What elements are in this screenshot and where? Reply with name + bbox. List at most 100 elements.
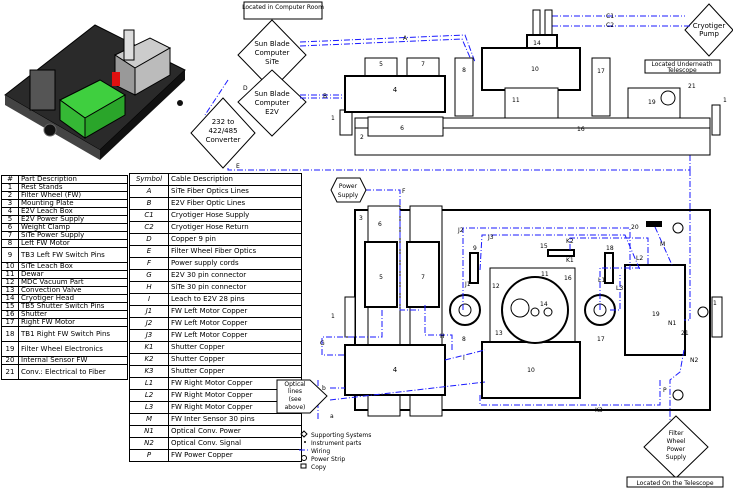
svg-text:422/485: 422/485 <box>208 127 237 135</box>
svg-text:Power: Power <box>667 446 686 453</box>
sunblade-e2v-diamond <box>237 69 307 137</box>
instrument-plan-view <box>344 205 723 417</box>
svg-text:232 to: 232 to <box>212 118 235 126</box>
svg-text:4: 4 <box>393 86 398 94</box>
instrument-side-view <box>339 9 721 156</box>
svg-text:14: 14 <box>533 40 541 47</box>
svg-text:L1: L1 <box>598 277 605 284</box>
svg-text:10: 10 <box>531 66 539 73</box>
svg-text:H: H <box>440 333 445 340</box>
svg-text:6: 6 <box>378 221 382 228</box>
svg-text:1: 1 <box>723 97 727 104</box>
svg-text:Cryotiger: Cryotiger <box>693 22 726 30</box>
svg-text:14: 14 <box>540 301 548 308</box>
svg-text:Located On the Telescope: Located On the Telescope <box>636 480 713 487</box>
circle-icon <box>301 455 307 461</box>
svg-text:A: A <box>403 35 408 42</box>
cable-symbol: P <box>129 449 169 462</box>
svg-text:Located in Computer Room: Located in Computer Room <box>242 4 324 11</box>
svg-text:lines: lines <box>288 388 302 395</box>
cryotiger-pump-diamond <box>684 3 733 57</box>
svg-text:13: 13 <box>495 330 503 337</box>
cable-description: Filter Wheel Fiber Optics <box>168 245 302 258</box>
computer-room-box <box>243 1 323 20</box>
underneath-box <box>644 59 721 74</box>
svg-text:G: G <box>320 340 325 347</box>
svg-text:J2: J2 <box>457 227 464 234</box>
svg-text:1: 1 <box>713 300 717 307</box>
svg-text:16: 16 <box>564 275 572 282</box>
svg-text:19: 19 <box>648 99 656 106</box>
svg-text:E: E <box>236 163 240 170</box>
svg-text:7: 7 <box>421 61 425 68</box>
svg-text:18: 18 <box>606 245 614 252</box>
svg-text:Pump: Pump <box>699 30 719 38</box>
svg-text:Computer: Computer <box>255 49 290 57</box>
svg-text:17: 17 <box>597 68 605 75</box>
svg-text:Supply: Supply <box>666 454 687 461</box>
svg-text:Sun Blade: Sun Blade <box>254 90 289 98</box>
part-description: Conv.: Electrical to Fiber <box>18 364 128 380</box>
svg-text:Converter: Converter <box>206 136 241 144</box>
svg-text:Copy: Copy <box>311 464 327 471</box>
svg-text:21: 21 <box>681 330 689 337</box>
svg-text:17: 17 <box>597 336 605 343</box>
svg-text:4: 4 <box>393 366 398 374</box>
svg-text:K3: K3 <box>595 407 603 414</box>
svg-text:21: 21 <box>688 83 696 90</box>
svg-text:L2: L2 <box>636 255 643 262</box>
svg-text:10: 10 <box>527 367 535 374</box>
svg-text:Instrument parts: Instrument parts <box>311 440 361 447</box>
on-telescope-box <box>626 476 724 488</box>
svg-text:12: 12 <box>492 283 500 290</box>
svg-text:J3: J3 <box>487 234 494 241</box>
converter-diamond <box>190 97 256 169</box>
svg-text:5: 5 <box>379 274 383 281</box>
svg-text:6: 6 <box>400 125 404 132</box>
diamond-icon <box>300 430 308 438</box>
svg-text:P: P <box>663 387 667 394</box>
svg-text:Filter: Filter <box>669 430 684 437</box>
svg-text:Telescope: Telescope <box>666 67 697 74</box>
instrument-3d-render <box>4 24 186 160</box>
svg-text:a: a <box>330 413 334 420</box>
svg-text:20: 20 <box>631 224 639 231</box>
svg-text:Computer: Computer <box>255 99 290 107</box>
svg-text:16: 16 <box>577 126 585 133</box>
power-supply-hexagon <box>330 177 367 203</box>
part-number: 21 <box>1 364 19 380</box>
optical-lines-pentagon <box>276 379 328 414</box>
svg-text:Supporting Systems: Supporting Systems <box>311 432 371 439</box>
svg-text:7: 7 <box>421 274 425 281</box>
svg-text:11: 11 <box>512 97 520 104</box>
svg-text:K1: K1 <box>566 257 574 264</box>
svg-text:11: 11 <box>541 271 549 278</box>
copy-icon <box>300 463 307 469</box>
svg-text:8: 8 <box>462 67 466 74</box>
svg-text:5: 5 <box>379 61 383 68</box>
svg-text:F: F <box>402 188 406 195</box>
svg-text:C2: C2 <box>606 22 614 29</box>
svg-text:C1: C1 <box>606 13 614 20</box>
dot-icon <box>304 441 306 443</box>
svg-text:19: 19 <box>652 311 660 318</box>
svg-text:M: M <box>660 241 665 248</box>
svg-text:above): above) <box>285 404 306 411</box>
svg-text:Located Underneath: Located Underneath <box>651 61 712 68</box>
svg-text:8: 8 <box>462 336 466 343</box>
svg-text:15: 15 <box>540 243 548 250</box>
